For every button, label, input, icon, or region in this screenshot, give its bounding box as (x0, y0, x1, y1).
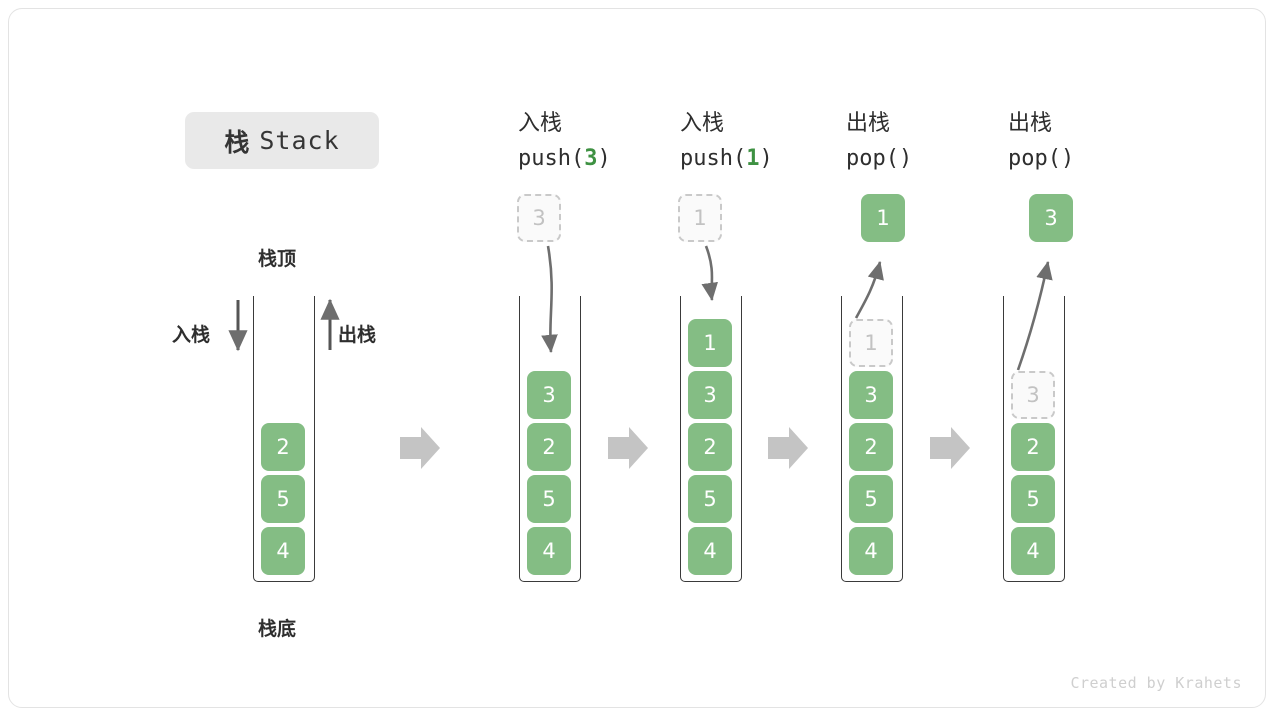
code-prefix: pop( (1008, 146, 1061, 171)
code-suffix: ) (759, 146, 773, 171)
step-header-push-3: 入栈 push(3) (518, 106, 611, 176)
code-suffix: ) (898, 146, 913, 171)
stack-cell: 1 (849, 319, 893, 367)
step-header-cn: 入栈 (518, 111, 563, 136)
stack-cell: 4 (527, 527, 571, 575)
stack-container-pop-3 (1003, 296, 1065, 582)
step-header-code: pop() (846, 141, 912, 176)
stack-cell: 2 (261, 423, 305, 471)
stack-top-label: 栈顶 (258, 248, 297, 270)
watermark-credit: Created by Krahets (1070, 674, 1242, 692)
stack-cell: 4 (688, 527, 732, 575)
stack-cell: 5 (849, 475, 893, 523)
stack-cell: 5 (688, 475, 732, 523)
stack-cell: 4 (261, 527, 305, 575)
stack-pop-label: 出栈 (338, 324, 377, 346)
floating-cell-push-1: 1 (678, 194, 722, 242)
stack-container-reference (253, 296, 315, 582)
stack-cell: 5 (527, 475, 571, 523)
stack-cell: 2 (688, 423, 732, 471)
stack-cell: 2 (527, 423, 571, 471)
step-header-code: push(3) (518, 141, 611, 176)
code-prefix: pop( (846, 146, 899, 171)
stack-cell: 2 (849, 423, 893, 471)
stack-container-push-3 (519, 296, 581, 582)
stack-cell: 3 (849, 371, 893, 419)
stack-cell: 3 (688, 371, 732, 419)
code-suffix: ) (597, 146, 611, 171)
stack-push-label: 入栈 (172, 324, 211, 346)
code-arg: 3 (584, 146, 598, 171)
stack-cell: 5 (1011, 475, 1055, 523)
title-chip-en: Stack (259, 126, 340, 155)
stack-cell: 2 (1011, 423, 1055, 471)
stack-container-pop-1 (841, 296, 903, 582)
code-arg: 1 (746, 146, 760, 171)
step-header-pop-3: 出栈 pop() (1008, 106, 1074, 176)
step-header-cn: 入栈 (680, 111, 725, 136)
step-header-code: pop() (1008, 141, 1074, 176)
diagram-title-chip: 栈 Stack (185, 112, 379, 169)
floating-cell-pop-1: 1 (861, 194, 905, 242)
stack-container-push-1 (680, 296, 742, 582)
code-suffix: ) (1060, 146, 1075, 171)
stack-cell: 4 (1011, 527, 1055, 575)
step-header-pop-1: 出栈 pop() (846, 106, 912, 176)
step-header-cn: 出栈 (846, 111, 891, 136)
step-header-push-1: 入栈 push(1) (680, 106, 773, 176)
step-header-cn: 出栈 (1008, 111, 1053, 136)
floating-cell-push-3: 3 (517, 194, 561, 242)
stack-cell: 3 (1011, 371, 1055, 419)
floating-cell-pop-3: 3 (1029, 194, 1073, 242)
title-chip-cn: 栈 (224, 127, 251, 157)
stack-cell: 3 (527, 371, 571, 419)
step-header-code: push(1) (680, 141, 773, 176)
stack-cell: 1 (688, 319, 732, 367)
stack-cell: 5 (261, 475, 305, 523)
stack-bottom-label: 栈底 (258, 618, 297, 640)
code-prefix: push( (518, 146, 585, 171)
code-prefix: push( (680, 146, 747, 171)
stack-cell: 4 (849, 527, 893, 575)
